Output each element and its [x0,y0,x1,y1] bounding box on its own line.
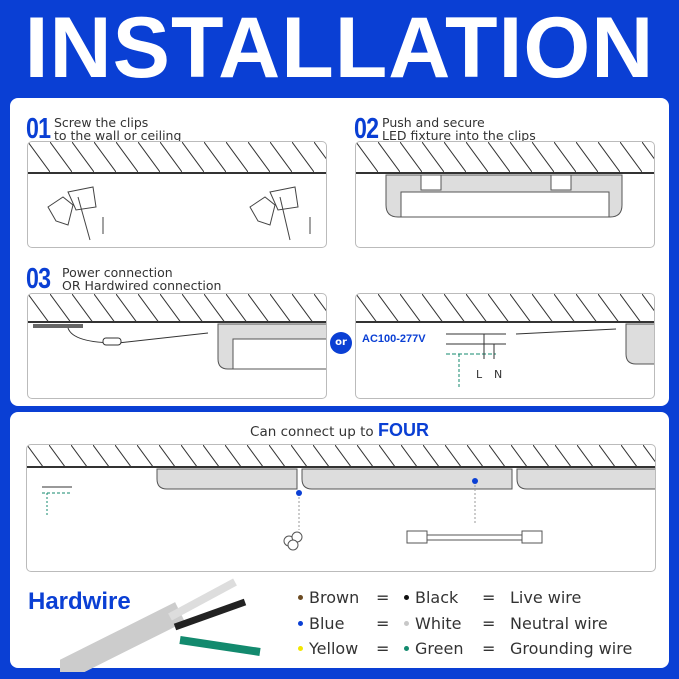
step-number: 02 [354,113,379,145]
equals: = [482,639,496,659]
step-number: 01 [26,113,51,145]
equals: = [482,588,496,608]
white-dot-icon [404,620,409,626]
step-text: to the wall or ceiling [54,128,182,143]
black-dot-icon [404,595,409,601]
equals: = [482,613,496,633]
step-2-illustration [355,141,655,248]
step-number: 03 [26,263,51,295]
cable-wires-image [60,578,261,672]
legend-meaning: Grounding wire [510,639,633,659]
legend-row: Yellow = Green = Grounding wire [298,636,632,662]
wire-color-legend: Brown = Black = Live wire Blue = White = Neutral… [298,585,632,662]
legend-color: White [415,613,462,633]
step-text: OR Hardwired connection [62,278,222,293]
equals: = [376,639,390,659]
hardwire-title: Hardwire [28,588,131,615]
step-text: Screw the clips [54,115,149,130]
brown-dot-icon [298,595,303,601]
legend-row: Blue = White = Neutral wire [298,611,632,637]
legend-color: Brown [309,588,360,608]
legend-color: Green [415,639,464,659]
legend-color: Yellow [309,639,359,659]
yellow-dot-icon [298,646,303,652]
step-3-plug-illustration [27,293,327,399]
equals: = [376,588,390,608]
legend-meaning: Neutral wire [510,613,608,633]
connector-icon [283,531,303,551]
legend-row: Brown = Black = Live wire [298,585,632,611]
step-text: LED fixture into the clips [382,128,536,143]
wire-label-n: N [494,368,502,381]
connect-emphasis: FOUR [377,420,429,440]
chain-illustration [26,444,656,572]
green-dot-icon [404,646,409,652]
wire-label-l: L [476,368,483,381]
connect-heading: Can connect up to FOUR [0,420,679,441]
connect-text: Can connect up to [250,424,374,440]
step-text: Push and secure [382,115,485,130]
legend-color: Blue [309,613,345,633]
clip-icon [249,186,311,241]
legend-color: Black [415,588,459,608]
step-text: Power connection [62,265,173,280]
or-badge: or [330,332,352,354]
step-1-illustration [27,141,327,248]
legend-meaning: Live wire [510,588,582,608]
blue-dot-icon [298,620,303,626]
clip-icon [47,186,104,241]
voltage-label: AC100-277V [362,333,426,345]
page-title: INSTALLATION [24,0,655,96]
equals: = [376,613,390,633]
step-3-hardwire-illustration: L N [355,293,655,399]
cable-icon [406,530,543,544]
